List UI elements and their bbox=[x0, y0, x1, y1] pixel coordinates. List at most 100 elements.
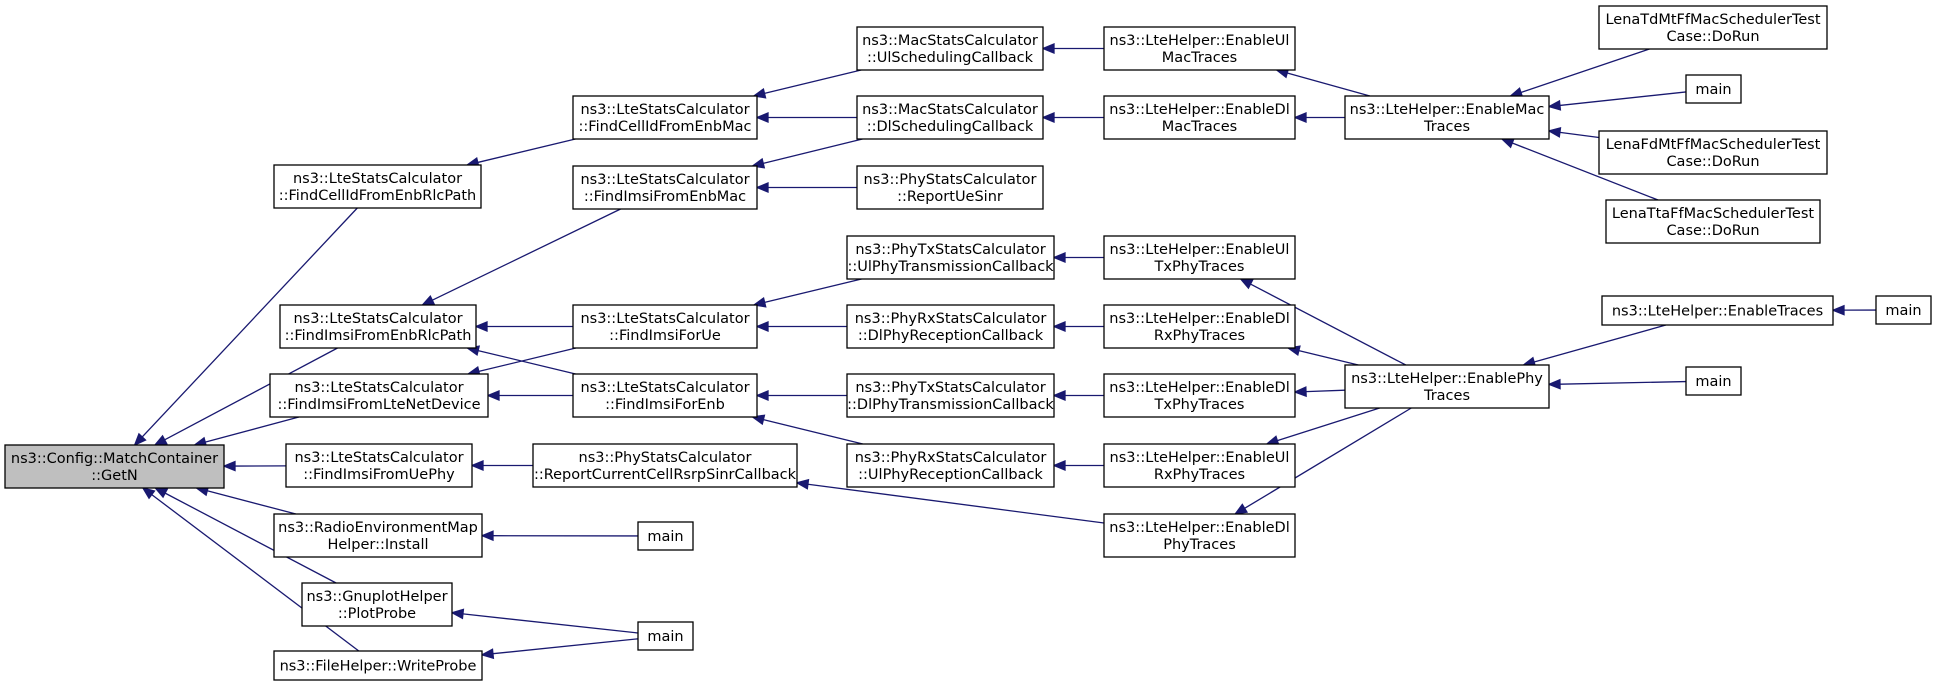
node-label: ::UlPhyTransmissionCallback bbox=[847, 259, 1054, 275]
edge-line bbox=[477, 138, 576, 164]
graph-node-findImsiEnb[interactable]: ns3::LteStatsCalculator::FindImsiForEnb bbox=[572, 373, 758, 418]
arrowhead bbox=[1233, 503, 1249, 515]
node-label: Case::DoRun bbox=[1666, 154, 1759, 170]
graph-node-reportRsrp[interactable]: ns3::PhyStatsCalculator::ReportCurrentCe… bbox=[532, 443, 798, 488]
graph-node-findImsiLteNet[interactable]: ns3::LteStatsCalculator::FindImsiFromLte… bbox=[269, 373, 489, 418]
node-box bbox=[4, 444, 225, 489]
node-label: ns3::PhyRxStatsCalculator bbox=[855, 311, 1047, 327]
graph-node-mainRem[interactable]: main bbox=[637, 521, 694, 551]
node-label: Helper::Install bbox=[327, 537, 428, 553]
edge-line bbox=[1305, 389, 1346, 393]
edge-enUlRx-to-phyRxUl bbox=[1052, 460, 1104, 471]
edge-reportRsrp-to-findImsiUePhy bbox=[470, 460, 533, 471]
node-box bbox=[572, 95, 758, 140]
arrowhead bbox=[486, 390, 500, 401]
edge-findImsiLteNet-to-root bbox=[192, 416, 300, 448]
edge-line bbox=[763, 138, 863, 165]
edge-enDlRx-to-phyRxDl bbox=[1052, 321, 1104, 332]
graph-node-macDl[interactable]: ns3::MacStatsCalculator::DlSchedulingCal… bbox=[856, 95, 1044, 140]
edge-enPhy-to-enUlRx bbox=[1265, 407, 1380, 446]
graph-node-findCellIdRlc[interactable]: ns3::LteStatsCalculator::FindCellIdFromE… bbox=[273, 164, 482, 209]
node-label: LenaFdMtFfMacSchedulerTest bbox=[1606, 137, 1821, 153]
node-label: ::ReportUeSinr bbox=[897, 189, 1003, 205]
edge-phyRxDl-to-findImsiUe bbox=[755, 321, 847, 332]
edge-line bbox=[1559, 380, 1687, 385]
graph-node-mainTraces[interactable]: main bbox=[1875, 295, 1932, 325]
node-box bbox=[285, 443, 473, 488]
node-label: main bbox=[1885, 303, 1921, 319]
graph-node-findCellIdMac[interactable]: ns3::LteStatsCalculator::FindCellIdFromE… bbox=[572, 95, 758, 140]
node-label: ns3::LteStatsCalculator bbox=[294, 450, 463, 466]
arrowhead bbox=[1293, 112, 1307, 123]
graph-node-gnuplot[interactable]: ns3::GnuplotHelper::PlotProbe bbox=[301, 582, 453, 627]
node-label: RxPhyTraces bbox=[1154, 467, 1245, 483]
arrowhead bbox=[1052, 390, 1066, 401]
graph-node-phyTxUl[interactable]: ns3::PhyTxStatsCalculator::UlPhyTransmis… bbox=[846, 235, 1055, 280]
arrowhead bbox=[1239, 278, 1254, 290]
edge-phyTxDl-to-findImsiEnb bbox=[755, 390, 847, 401]
edge-findCellIdRlc-to-root bbox=[133, 207, 358, 447]
node-label: ::PlotProbe bbox=[338, 606, 416, 622]
node-label: ns3::LteHelper::EnableUl bbox=[1110, 450, 1290, 466]
node-box bbox=[1344, 95, 1550, 140]
edge-enUlMac-to-macUl bbox=[1041, 43, 1104, 54]
graph-node-phyTxDl[interactable]: ns3::PhyTxStatsCalculator::DlPhyTransmis… bbox=[846, 373, 1055, 418]
node-label: Traces bbox=[1423, 388, 1470, 404]
arrowhead bbox=[450, 608, 465, 620]
arrowhead bbox=[1293, 386, 1307, 398]
node-label: ns3::LteHelper::EnablePhy bbox=[1351, 371, 1543, 387]
graph-node-mainPhy[interactable]: main bbox=[1685, 366, 1742, 396]
node-box bbox=[1344, 364, 1550, 409]
edge-phyTxUl-to-findImsiUe bbox=[752, 278, 862, 308]
node-label: ::FindImsiFromEnbRlcPath bbox=[285, 328, 472, 344]
edge-enPhy-to-enDlRx bbox=[1286, 345, 1359, 366]
node-box bbox=[1103, 235, 1296, 280]
graph-node-phyRxDl[interactable]: ns3::PhyRxStatsCalculator::DlPhyReceptio… bbox=[846, 304, 1055, 349]
graph-node-mainGnu[interactable]: main bbox=[637, 621, 694, 651]
edge-mainRem-to-remInstall bbox=[480, 530, 639, 542]
graph-node-mainMac[interactable]: main bbox=[1685, 74, 1742, 104]
graph-node-fileHelper[interactable]: ns3::FileHelper::WriteProbe bbox=[273, 650, 483, 681]
arrowhead bbox=[133, 432, 147, 447]
graph-node-reportUeSinr[interactable]: ns3::PhyStatsCalculator::ReportUeSinr bbox=[856, 165, 1044, 210]
node-label: main bbox=[647, 529, 683, 545]
node-label: LenaTdMtFfMacSchedulerTest bbox=[1605, 12, 1820, 28]
arrowhead bbox=[1041, 112, 1055, 123]
edge-lenaTd-to-enMac bbox=[1508, 48, 1650, 98]
node-box bbox=[1103, 373, 1296, 418]
edge-macUl-to-findCellIdMac bbox=[752, 69, 862, 99]
graph-node-findImsiUe[interactable]: ns3::LteStatsCalculator::FindImsiForUe bbox=[572, 304, 758, 349]
arrowhead bbox=[1547, 378, 1561, 390]
node-label: ns3::LteHelper::EnableDl bbox=[1109, 520, 1289, 536]
edge-findImsiUe-to-findImsiRlc bbox=[474, 321, 573, 332]
graph-node-findImsiRlc[interactable]: ns3::LteStatsCalculator::FindImsiFromEnb… bbox=[279, 304, 477, 349]
graph-node-macUl[interactable]: ns3::MacStatsCalculator::UlSchedulingCal… bbox=[856, 26, 1044, 71]
graph-node-findImsiUePhy[interactable]: ns3::LteStatsCalculator::FindImsiFromUeP… bbox=[285, 443, 473, 488]
arrowhead bbox=[1547, 99, 1562, 111]
node-label: ::DlPhyTransmissionCallback bbox=[847, 397, 1054, 413]
graph-node-findImsiMac[interactable]: ns3::LteStatsCalculator::FindImsiFromEnb… bbox=[572, 165, 758, 210]
edge-line bbox=[764, 278, 862, 304]
arrowhead bbox=[153, 487, 169, 499]
edge-line bbox=[1244, 407, 1412, 509]
node-label: main bbox=[1695, 82, 1731, 98]
node-label: ::FindImsiFromUePhy bbox=[303, 467, 455, 483]
node-label: ::FindImsiForEnb bbox=[605, 397, 725, 413]
graph-node-enTraces[interactable]: ns3::LteHelper::EnableTraces bbox=[1601, 295, 1834, 326]
graph-node-phyRxUl[interactable]: ns3::PhyRxStatsCalculator::UlPhyReceptio… bbox=[846, 443, 1055, 488]
arrowhead bbox=[153, 434, 168, 446]
arrowhead bbox=[755, 321, 769, 332]
